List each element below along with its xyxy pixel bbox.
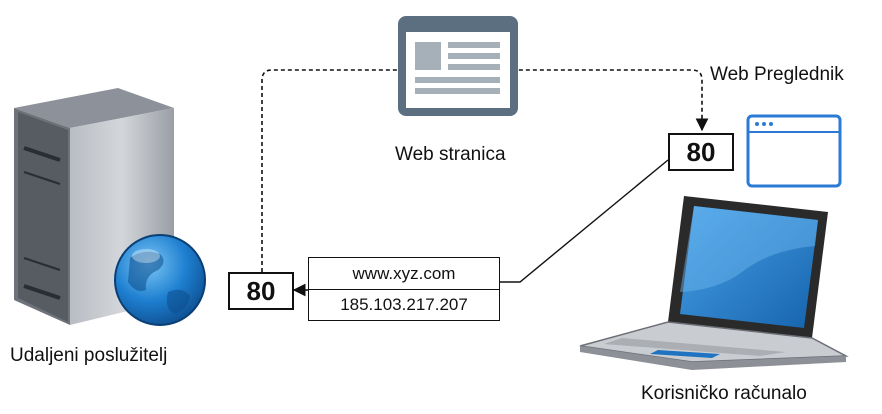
server-port-box: 80 [228, 272, 294, 310]
ip-address-text: 185.103.217.207 [309, 289, 499, 320]
remote-server-label: Udaljeni poslužitelj [10, 345, 168, 366]
laptop-icon [579, 196, 849, 370]
web-browser-label: Web Preglednik [710, 64, 844, 85]
request-path-line [261, 69, 709, 272]
connection-line [497, 159, 669, 283]
domain-name-text: www.xyz.com [352, 263, 456, 283]
client-port-box: 80 [668, 133, 734, 171]
globe-icon [114, 234, 206, 326]
browser-window-icon [746, 114, 842, 188]
user-computer-label: Korisničko računalo [641, 383, 807, 404]
address-box: www.xyz.com 185.103.217.207 [308, 257, 500, 321]
web-page-label: Web stranica [395, 144, 506, 165]
web-page-icon [398, 16, 518, 116]
